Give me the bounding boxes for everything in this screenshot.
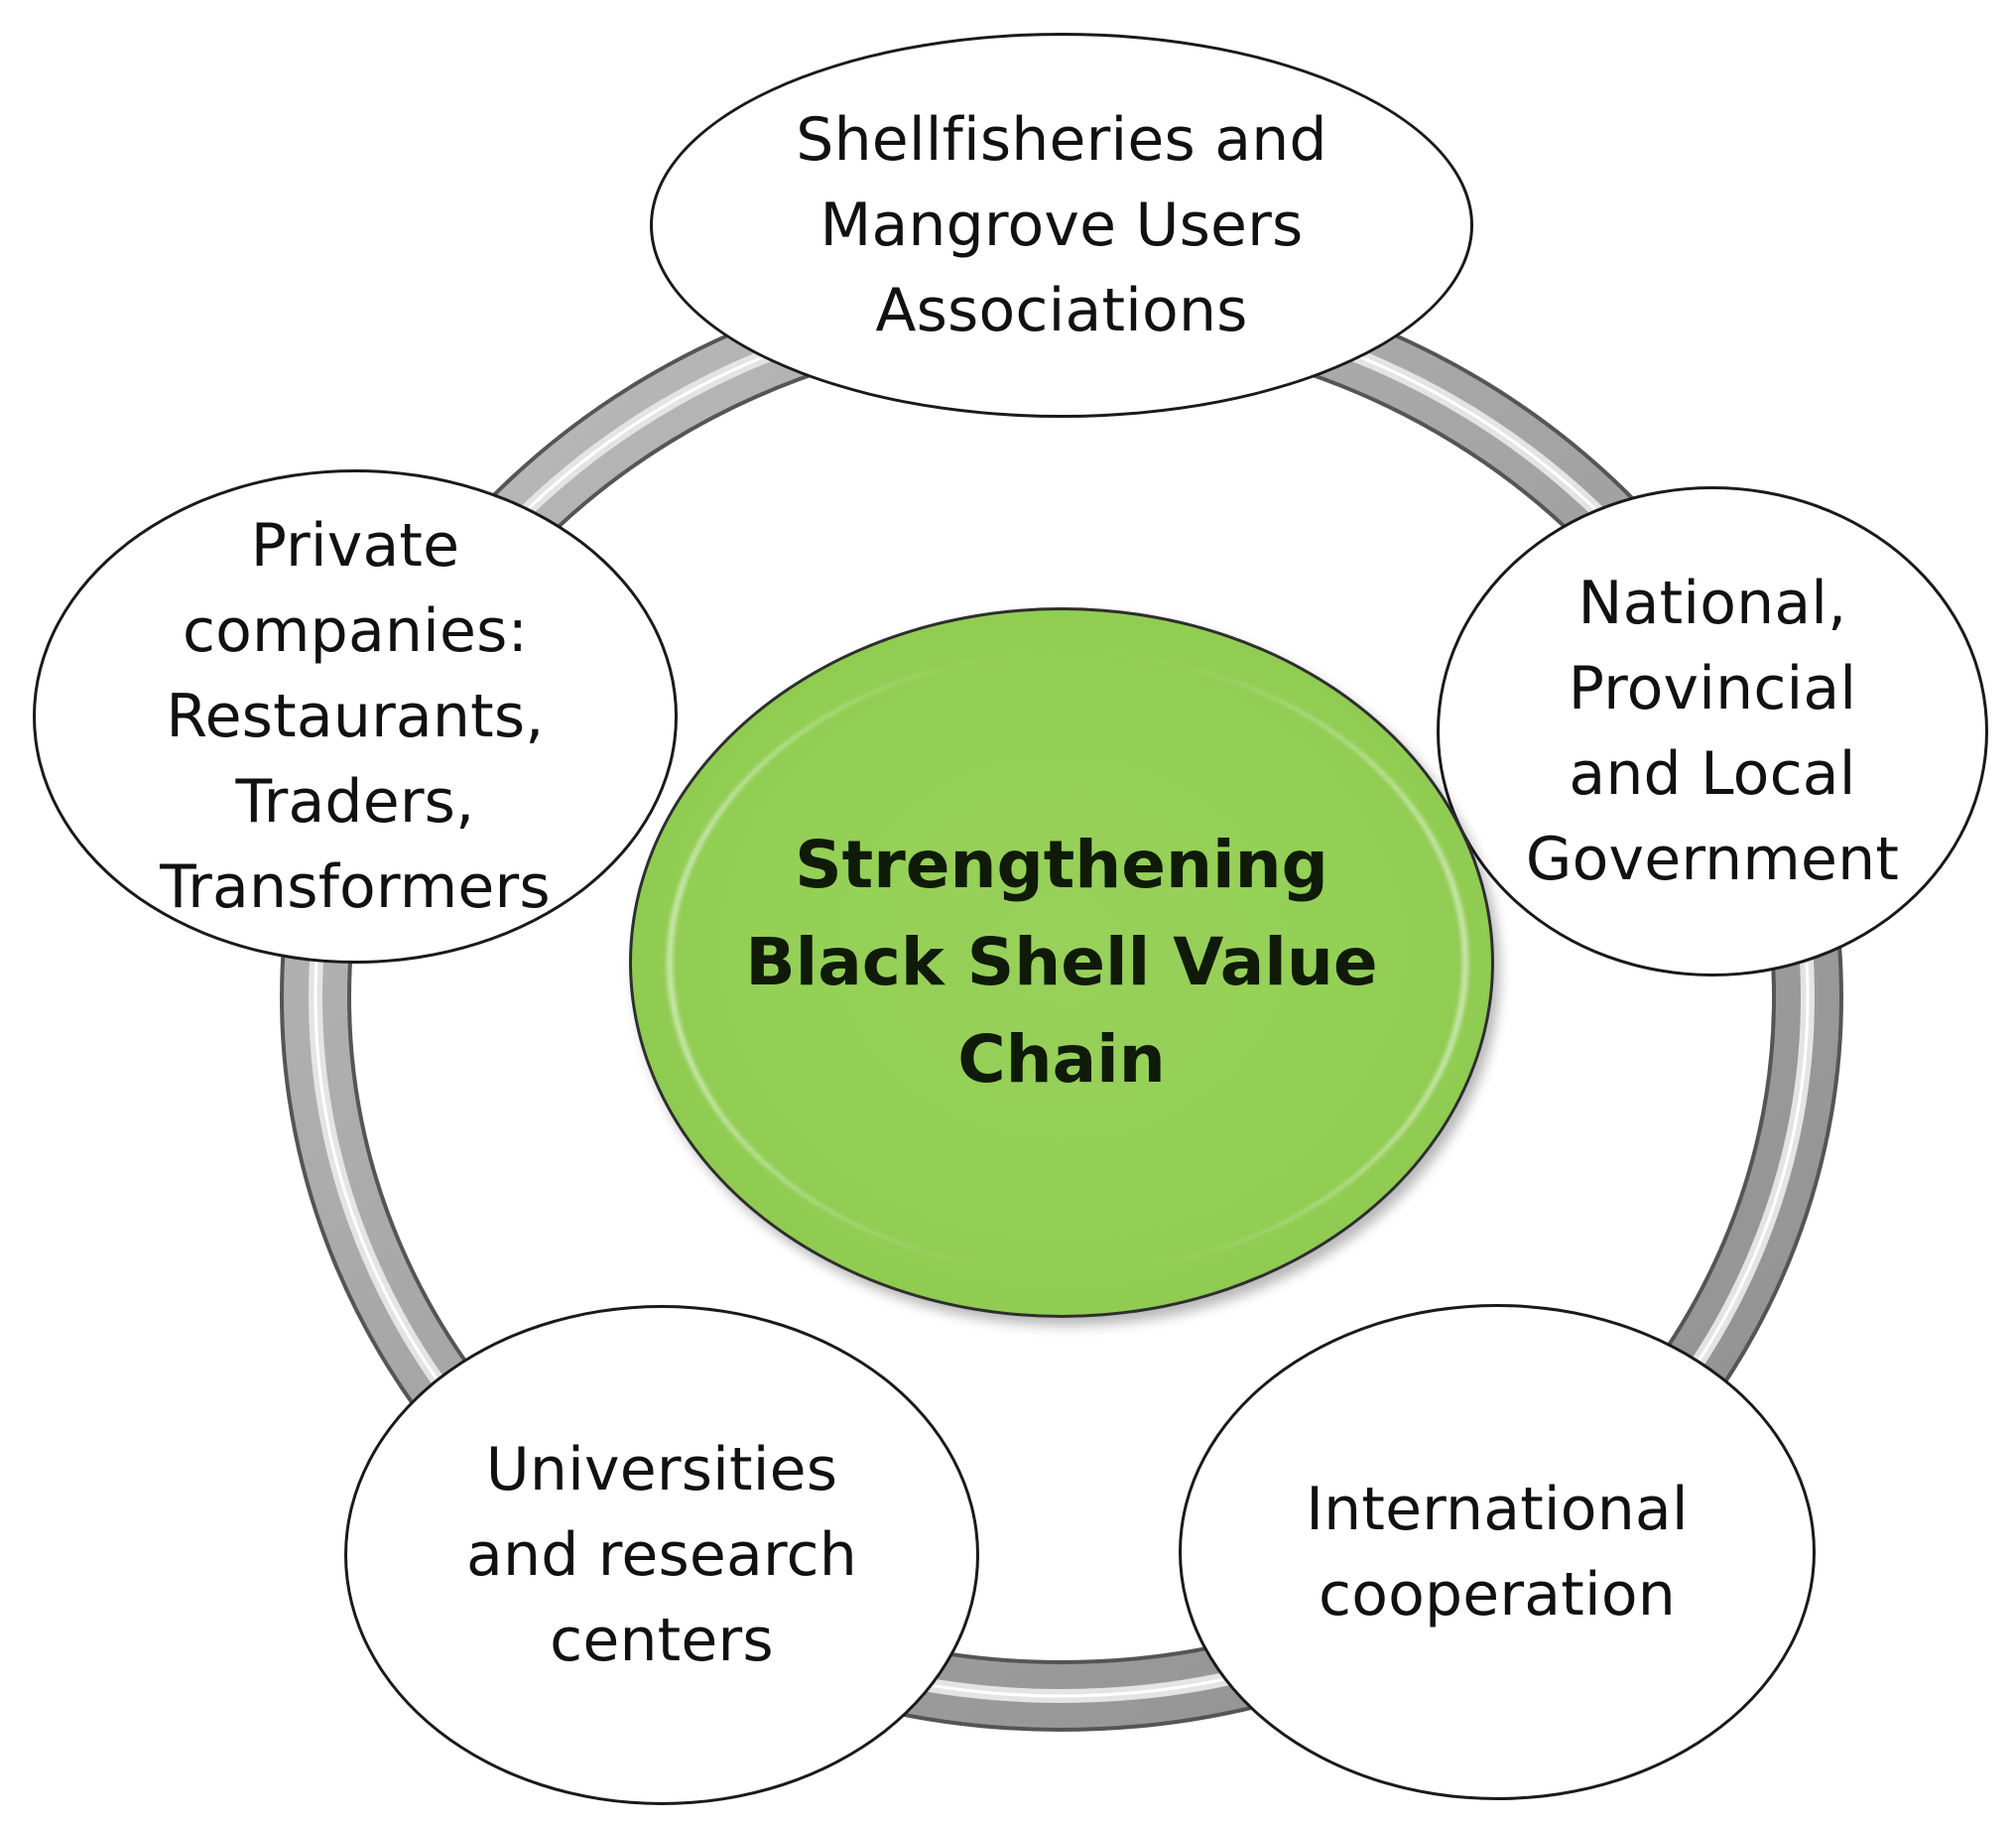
node-international: International cooperation (1179, 1304, 1816, 1800)
node-text-line: Private (250, 511, 460, 581)
center-text-line: Black Shell Value (745, 924, 1378, 1000)
node-text-line: Associations (875, 276, 1248, 345)
node-text-line: Traders, (235, 767, 475, 837)
node-text-line: and Local (1569, 739, 1856, 809)
node-text-line: Transformers (160, 852, 551, 922)
node-text-line: Mangrove Users (819, 191, 1304, 260)
node-text-line: cooperation (1319, 1560, 1676, 1630)
node-private-companies-text: Private companies: Restaurants, Traders,… (160, 503, 551, 930)
node-text-line: Government (1525, 825, 1900, 894)
node-universities: Universities and research centers (344, 1305, 979, 1805)
node-government-text: National, Provincial and Local Governmen… (1526, 561, 1899, 902)
node-text-line: centers (550, 1606, 774, 1675)
node-shellfisheries-text: Shellfisheries and Mangrove Users Associ… (796, 97, 1326, 353)
node-private-companies: Private companies: Restaurants, Traders,… (33, 469, 678, 964)
node-text-line: International (1306, 1475, 1689, 1544)
node-text-line: companies: (182, 596, 529, 666)
node-text-line: Provincial (1568, 654, 1857, 723)
node-text-line: and research (466, 1520, 857, 1590)
center-text-line: Chain (957, 1021, 1166, 1098)
node-international-text: International cooperation (1306, 1467, 1689, 1637)
node-text-line: Universities (485, 1435, 838, 1504)
node-text-line: Shellfisheries and (796, 105, 1327, 175)
node-text-line: National, (1577, 569, 1847, 638)
node-shellfisheries: Shellfisheries and Mangrove Users Associ… (650, 33, 1473, 418)
center-goal-text: Strengthening Black Shell Value Chain (745, 817, 1377, 1109)
node-universities-text: Universities and research centers (466, 1427, 857, 1683)
node-text-line: Restaurants, (166, 682, 545, 751)
node-government: National, Provincial and Local Governmen… (1437, 486, 1988, 977)
center-goal: Strengthening Black Shell Value Chain (629, 607, 1494, 1318)
center-text-line: Strengthening (795, 827, 1328, 903)
